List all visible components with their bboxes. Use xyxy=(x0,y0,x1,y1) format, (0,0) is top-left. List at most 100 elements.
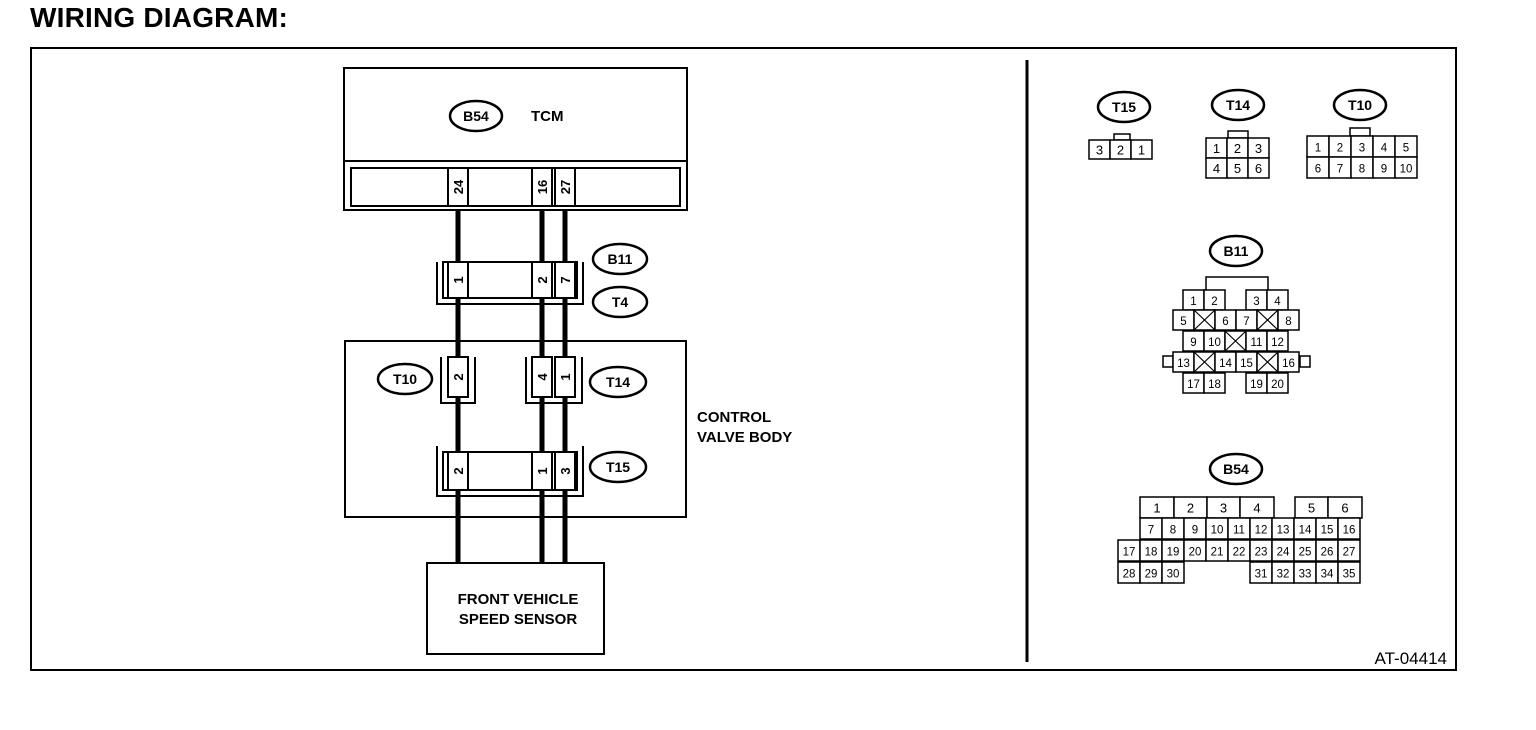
pin-cell xyxy=(1277,351,1300,373)
connector-lock-tab xyxy=(1349,127,1371,137)
diagram-frame xyxy=(30,47,1457,671)
pin-t14-6: 6 xyxy=(1255,161,1262,176)
pin-b54-5: 5 xyxy=(1308,501,1315,516)
pin-b54-26: 26 xyxy=(1321,547,1334,559)
pin-b54-15: 15 xyxy=(1321,525,1334,537)
t10-connector-id: T10 xyxy=(393,371,417,387)
pin-t15-2: 2 xyxy=(1117,143,1124,158)
pin-t10-5: 5 xyxy=(1403,143,1409,155)
t15-connector-id: T15 xyxy=(606,459,630,475)
pin-b54-21: 21 xyxy=(1211,547,1224,559)
t14-pin-4: 4 xyxy=(535,373,550,381)
t10-pin-2: 2 xyxy=(451,373,466,380)
blank-cavity-cross xyxy=(1193,309,1216,331)
connector-oval-b54 xyxy=(448,99,504,133)
tcm-pin-boxes xyxy=(447,167,576,207)
connector-view-title-t10: T10 xyxy=(1348,97,1372,113)
pin-b11-11: 11 xyxy=(1251,337,1263,349)
pin-b11-1: 1 xyxy=(1190,296,1196,308)
pin-t14-1: 1 xyxy=(1213,141,1220,156)
pin-b11-19: 19 xyxy=(1250,379,1263,391)
joint-pin-7: 7 xyxy=(558,276,573,283)
connector-oval-t10-schematic xyxy=(376,362,434,396)
joint-pin-1: 1 xyxy=(451,276,466,283)
speed-sensor-box xyxy=(426,562,605,655)
pin-b54-13: 13 xyxy=(1277,525,1290,537)
pin-b11-16: 16 xyxy=(1282,358,1295,370)
connector-lock-tab xyxy=(1299,355,1311,368)
speed-sensor-label-line1: FRONT VEHICLE xyxy=(458,591,579,608)
pin-b54-29: 29 xyxy=(1145,569,1158,581)
connector-oval-b54 xyxy=(1208,452,1264,486)
speed-sensor-label-line2: SPEED SENSOR xyxy=(459,611,578,628)
connector-oval-b11 xyxy=(591,242,649,276)
pin-t10-1: 1 xyxy=(1315,143,1321,155)
t14-connector-id: T14 xyxy=(606,374,630,390)
joint-connector-id-t4: T4 xyxy=(612,294,629,310)
connector-oval-b11 xyxy=(1208,234,1264,268)
pin-b54-20: 20 xyxy=(1189,547,1202,559)
pin-cell xyxy=(1247,157,1270,179)
connector-oval-t10 xyxy=(1332,88,1388,122)
blank-cavity-cross xyxy=(1256,351,1279,373)
pin-b54-28: 28 xyxy=(1123,569,1136,581)
pin-b54-18: 18 xyxy=(1145,547,1158,559)
t14-connector xyxy=(525,356,583,404)
pin-cell xyxy=(1337,539,1361,562)
connector-oval-t4 xyxy=(591,285,649,319)
pin-b54-19: 19 xyxy=(1167,547,1180,559)
pin-b11-18: 18 xyxy=(1208,379,1221,391)
pin-b11-20: 20 xyxy=(1271,379,1284,391)
pin-b54-3: 3 xyxy=(1220,501,1227,516)
pin-b54-24: 24 xyxy=(1277,547,1290,559)
pin-b54-33: 33 xyxy=(1299,569,1312,581)
pin-b11-8: 8 xyxy=(1285,316,1291,328)
blank-cavity-cross xyxy=(1193,351,1216,373)
connector-view-title-b11: B11 xyxy=(1224,243,1249,259)
tcm-connector-id: B54 xyxy=(463,108,489,124)
connector-view-title-b54: B54 xyxy=(1223,461,1249,477)
pin-cell xyxy=(1266,372,1289,394)
pin-cell xyxy=(1203,372,1226,394)
figure-id: AT-04414 xyxy=(1375,649,1447,668)
pin-b54-32: 32 xyxy=(1277,569,1290,581)
control-valve-body-box xyxy=(344,340,687,518)
pin-b54-27: 27 xyxy=(1343,547,1356,559)
t10-connector xyxy=(440,356,476,404)
pin-b54-1: 1 xyxy=(1153,501,1160,516)
connector-lock-tab xyxy=(1205,276,1269,291)
pin-b54-9: 9 xyxy=(1192,525,1198,537)
connector-oval-t14 xyxy=(1210,88,1266,122)
pin-b11-7: 7 xyxy=(1243,316,1249,328)
pin-t15-1: 1 xyxy=(1138,143,1145,158)
joint-connector xyxy=(436,261,584,305)
pin-b11-13: 13 xyxy=(1177,358,1190,370)
pin-b54-11: 11 xyxy=(1233,525,1245,537)
blank-cavity-cross xyxy=(1256,309,1279,331)
control-valve-body-label-line2: VALVE BODY xyxy=(697,429,792,446)
pin-cell xyxy=(1130,139,1153,160)
connector-lock-tab xyxy=(1162,355,1174,368)
tcm-label: TCM xyxy=(531,108,564,125)
pin-b54-8: 8 xyxy=(1170,525,1176,537)
pin-t10-10: 10 xyxy=(1400,164,1413,176)
pin-b11-3: 3 xyxy=(1253,296,1259,308)
pin-t14-4: 4 xyxy=(1213,161,1220,176)
control-valve-body-label-line1: CONTROL xyxy=(697,409,771,426)
pin-b54-6: 6 xyxy=(1341,501,1348,516)
pin-t10-6: 6 xyxy=(1315,164,1321,176)
pin-b54-4: 4 xyxy=(1253,501,1260,516)
pin-cell xyxy=(1266,330,1289,352)
connector-view-title-t15: T15 xyxy=(1112,99,1136,115)
pin-t14-5: 5 xyxy=(1234,161,1241,176)
connector-lock-tab xyxy=(1113,133,1131,141)
pin-t10-7: 7 xyxy=(1337,164,1343,176)
pin-b11-14: 14 xyxy=(1219,358,1232,370)
pin-b54-34: 34 xyxy=(1321,569,1334,581)
pin-t15-3: 3 xyxy=(1096,143,1103,158)
pin-b54-7: 7 xyxy=(1148,525,1154,537)
pin-cell xyxy=(1161,561,1185,584)
pin-b54-12: 12 xyxy=(1255,525,1268,537)
pin-t10-3: 3 xyxy=(1359,143,1365,155)
